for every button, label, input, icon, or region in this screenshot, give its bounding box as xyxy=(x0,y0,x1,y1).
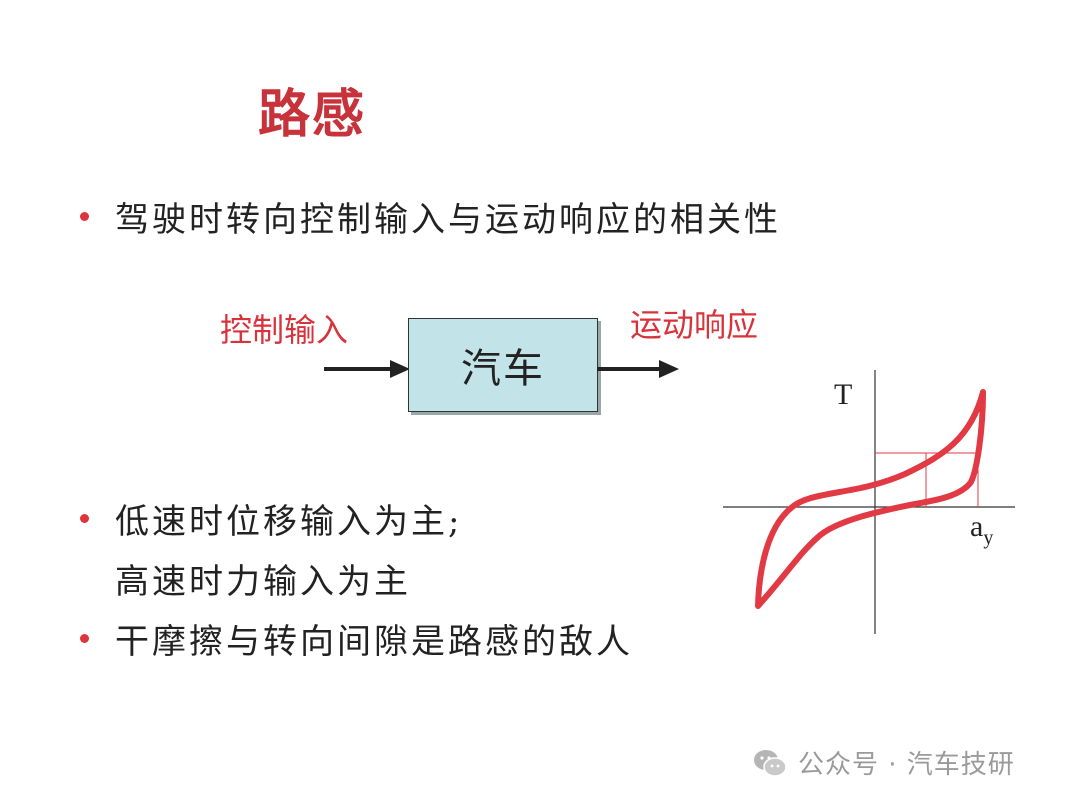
bullet-continuation-text: 高速时力输入为主 xyxy=(115,562,411,602)
output-arrow xyxy=(597,360,679,378)
bullet-dot xyxy=(80,634,89,643)
output-label: 运动响应 xyxy=(630,306,759,344)
bullet-dot xyxy=(80,212,89,221)
car-block-label: 汽车 xyxy=(461,346,545,392)
hysteresis-plot-svg xyxy=(723,370,1015,634)
wechat-icon xyxy=(754,749,787,777)
x-axis-label-subscript: y xyxy=(983,527,994,549)
bullet-text: 驾驶时转向控制输入与运动响应的相关性 xyxy=(115,200,781,240)
car-block: 汽车 xyxy=(408,318,598,412)
input-arrow xyxy=(324,360,410,378)
bullet-item: 干摩擦与转向间隙是路感的敌人 xyxy=(80,614,633,663)
hysteresis-plot xyxy=(715,370,1015,640)
input-label: 控制输入 xyxy=(220,311,349,349)
x-axis-label: ay xyxy=(970,510,993,550)
bullet-text: 低速时位移输入为主; xyxy=(115,502,463,542)
slide-title: 路感 xyxy=(258,84,367,145)
x-axis-label-main: a xyxy=(970,510,984,543)
bullet-dot xyxy=(80,514,89,523)
watermark: 公众号 · 汽车技研 xyxy=(752,744,1015,781)
bullet-item: 驾驶时转向控制输入与运动响应的相关性 xyxy=(80,192,781,241)
bullet-text: 干摩擦与转向间隙是路感的敌人 xyxy=(115,622,633,662)
y-axis-label: T xyxy=(834,378,853,411)
bullet-item: 低速时位移输入为主; xyxy=(80,494,462,543)
hysteresis-curve xyxy=(755,389,986,609)
watermark-text: 公众号 · 汽车技研 xyxy=(798,750,1015,780)
